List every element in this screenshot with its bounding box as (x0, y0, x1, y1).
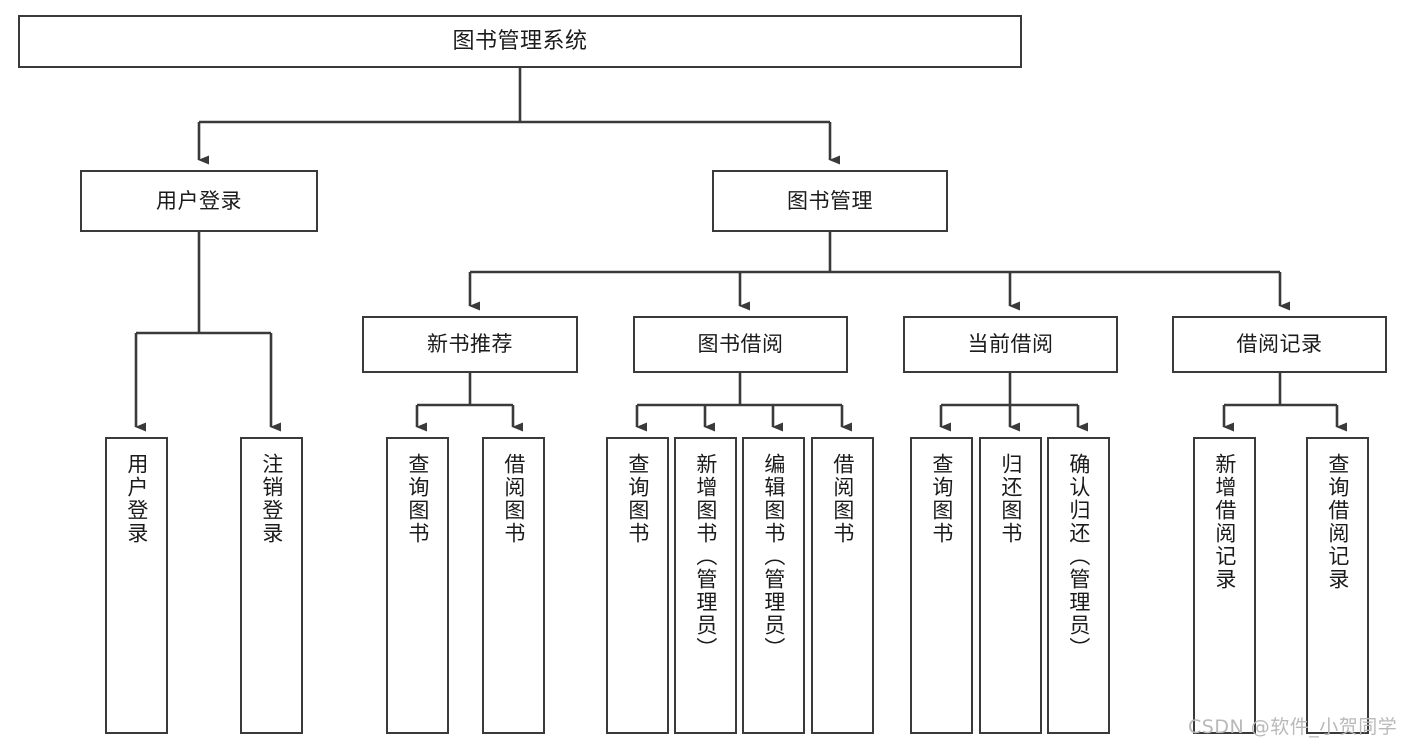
node-leaf-cur-query-label: 查询图书 (929, 453, 954, 545)
node-leaf-borrow-add[interactable]: 新增图书（管理员） (674, 437, 737, 734)
node-leaf-rec-borrow-label: 借阅图书 (501, 453, 526, 545)
node-leaf-cur-confirm[interactable]: 确认归还（管理员） (1047, 437, 1110, 734)
node-root-label: 图书管理系统 (452, 28, 588, 54)
node-leaf-cur-confirm-label: 确认归还（管理员） (1066, 453, 1091, 660)
node-user-login-label: 用户登录 (156, 188, 242, 213)
node-book-borrow-label: 图书借阅 (697, 332, 784, 357)
watermark: CSDN @软件_小贺同学 (1188, 716, 1398, 738)
node-root[interactable]: 图书管理系统 (18, 15, 1022, 68)
node-leaf-cur-return[interactable]: 归还图书 (979, 437, 1042, 734)
node-leaf-borrow-edit[interactable]: 编辑图书（管理员） (742, 437, 805, 734)
node-leaf-rec-borrow[interactable]: 借阅图书 (482, 437, 545, 734)
node-borrow-record-label: 借阅记录 (1236, 332, 1323, 357)
node-leaf-rec-query-label: 查询图书 (405, 453, 430, 545)
node-leaf-rec-query-record-label: 查询借阅记录 (1325, 453, 1350, 591)
node-current-borrow[interactable]: 当前借阅 (903, 316, 1118, 373)
node-leaf-cur-return-label: 归还图书 (998, 453, 1023, 545)
node-leaf-user-logout-label: 注销登录 (259, 453, 284, 545)
node-new-book-rec[interactable]: 新书推荐 (362, 316, 578, 373)
node-leaf-borrow-add-label: 新增图书（管理员） (693, 453, 718, 660)
node-leaf-borrow-query[interactable]: 查询图书 (606, 437, 669, 734)
node-book-manage-label: 图书管理 (787, 188, 873, 213)
node-leaf-rec-add[interactable]: 新增借阅记录 (1193, 437, 1256, 734)
node-current-borrow-label: 当前借阅 (967, 332, 1054, 357)
node-leaf-borrow-lend-label: 借阅图书 (830, 453, 855, 545)
node-book-borrow[interactable]: 图书借阅 (633, 316, 848, 373)
node-leaf-borrow-edit-label: 编辑图书（管理员） (761, 453, 786, 660)
node-leaf-user-login[interactable]: 用户登录 (105, 437, 168, 734)
node-leaf-user-logout[interactable]: 注销登录 (240, 437, 303, 734)
node-leaf-borrow-lend[interactable]: 借阅图书 (811, 437, 874, 734)
node-leaf-rec-add-label: 新增借阅记录 (1212, 453, 1237, 591)
node-leaf-rec-query[interactable]: 查询图书 (386, 437, 449, 734)
node-new-book-rec-label: 新书推荐 (427, 332, 513, 357)
node-leaf-borrow-query-label: 查询图书 (625, 453, 650, 545)
node-user-login[interactable]: 用户登录 (80, 170, 318, 232)
node-book-manage[interactable]: 图书管理 (712, 170, 948, 232)
node-leaf-cur-query[interactable]: 查询图书 (910, 437, 973, 734)
node-borrow-record[interactable]: 借阅记录 (1172, 316, 1387, 373)
node-leaf-rec-query-record[interactable]: 查询借阅记录 (1306, 437, 1369, 734)
node-leaf-user-login-label: 用户登录 (124, 453, 149, 545)
